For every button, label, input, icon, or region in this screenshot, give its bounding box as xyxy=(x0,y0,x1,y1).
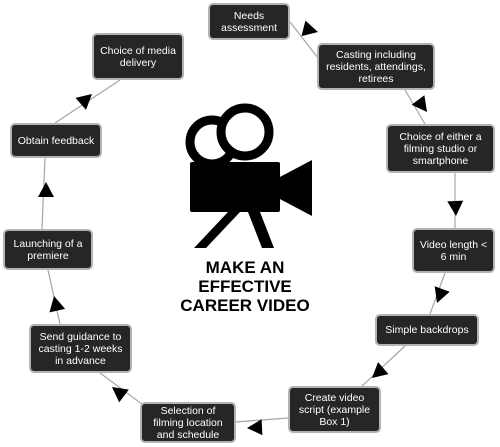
title-line-2: EFFECTIVE xyxy=(198,277,292,296)
arrowhead-icon xyxy=(49,296,66,313)
arrowhead-icon xyxy=(372,362,389,378)
title-line-3: CAREER VIDEO xyxy=(180,296,310,315)
step-filming-choice: Choice of either a filming studio or sma… xyxy=(386,124,495,173)
connector-line xyxy=(361,345,406,387)
arrowhead-icon xyxy=(434,286,450,303)
diagram-title: MAKE AN EFFECTIVE CAREER VIDEO xyxy=(170,258,320,315)
step-send-guidance: Send guidance to casting 1-2 weeks in ad… xyxy=(29,324,132,373)
arrowhead-icon xyxy=(447,200,464,216)
connector-line xyxy=(235,417,289,423)
title-line-1: MAKE AN xyxy=(205,258,285,277)
step-video-script: Create video script (example Box 1) xyxy=(288,386,381,433)
arrowhead-icon xyxy=(112,387,129,403)
arrowhead-icon xyxy=(247,419,263,436)
movie-camera-icon xyxy=(185,103,312,248)
connector-line xyxy=(404,89,426,125)
step-casting: Casting including residents, attendings,… xyxy=(317,43,435,90)
step-filming-location: Selection of filming location and schedu… xyxy=(140,402,236,443)
cycle-arrowheads xyxy=(38,20,464,436)
step-launching-premiere: Launching of a premiere xyxy=(3,229,93,270)
arrowhead-icon xyxy=(301,20,318,37)
step-simple-backdrops: Simple backdrops xyxy=(375,314,479,346)
arrowhead-icon xyxy=(411,95,427,112)
step-needs-assessment: Needs assessment xyxy=(208,3,290,40)
step-obtain-feedback: Obtain feedback xyxy=(10,123,102,158)
step-video-length: Video length < 6 min xyxy=(412,228,495,273)
step-media-delivery: Choice of media delivery xyxy=(92,33,184,80)
arrowhead-icon xyxy=(38,182,54,197)
arrowhead-icon xyxy=(75,94,92,110)
connector-line xyxy=(289,21,319,59)
